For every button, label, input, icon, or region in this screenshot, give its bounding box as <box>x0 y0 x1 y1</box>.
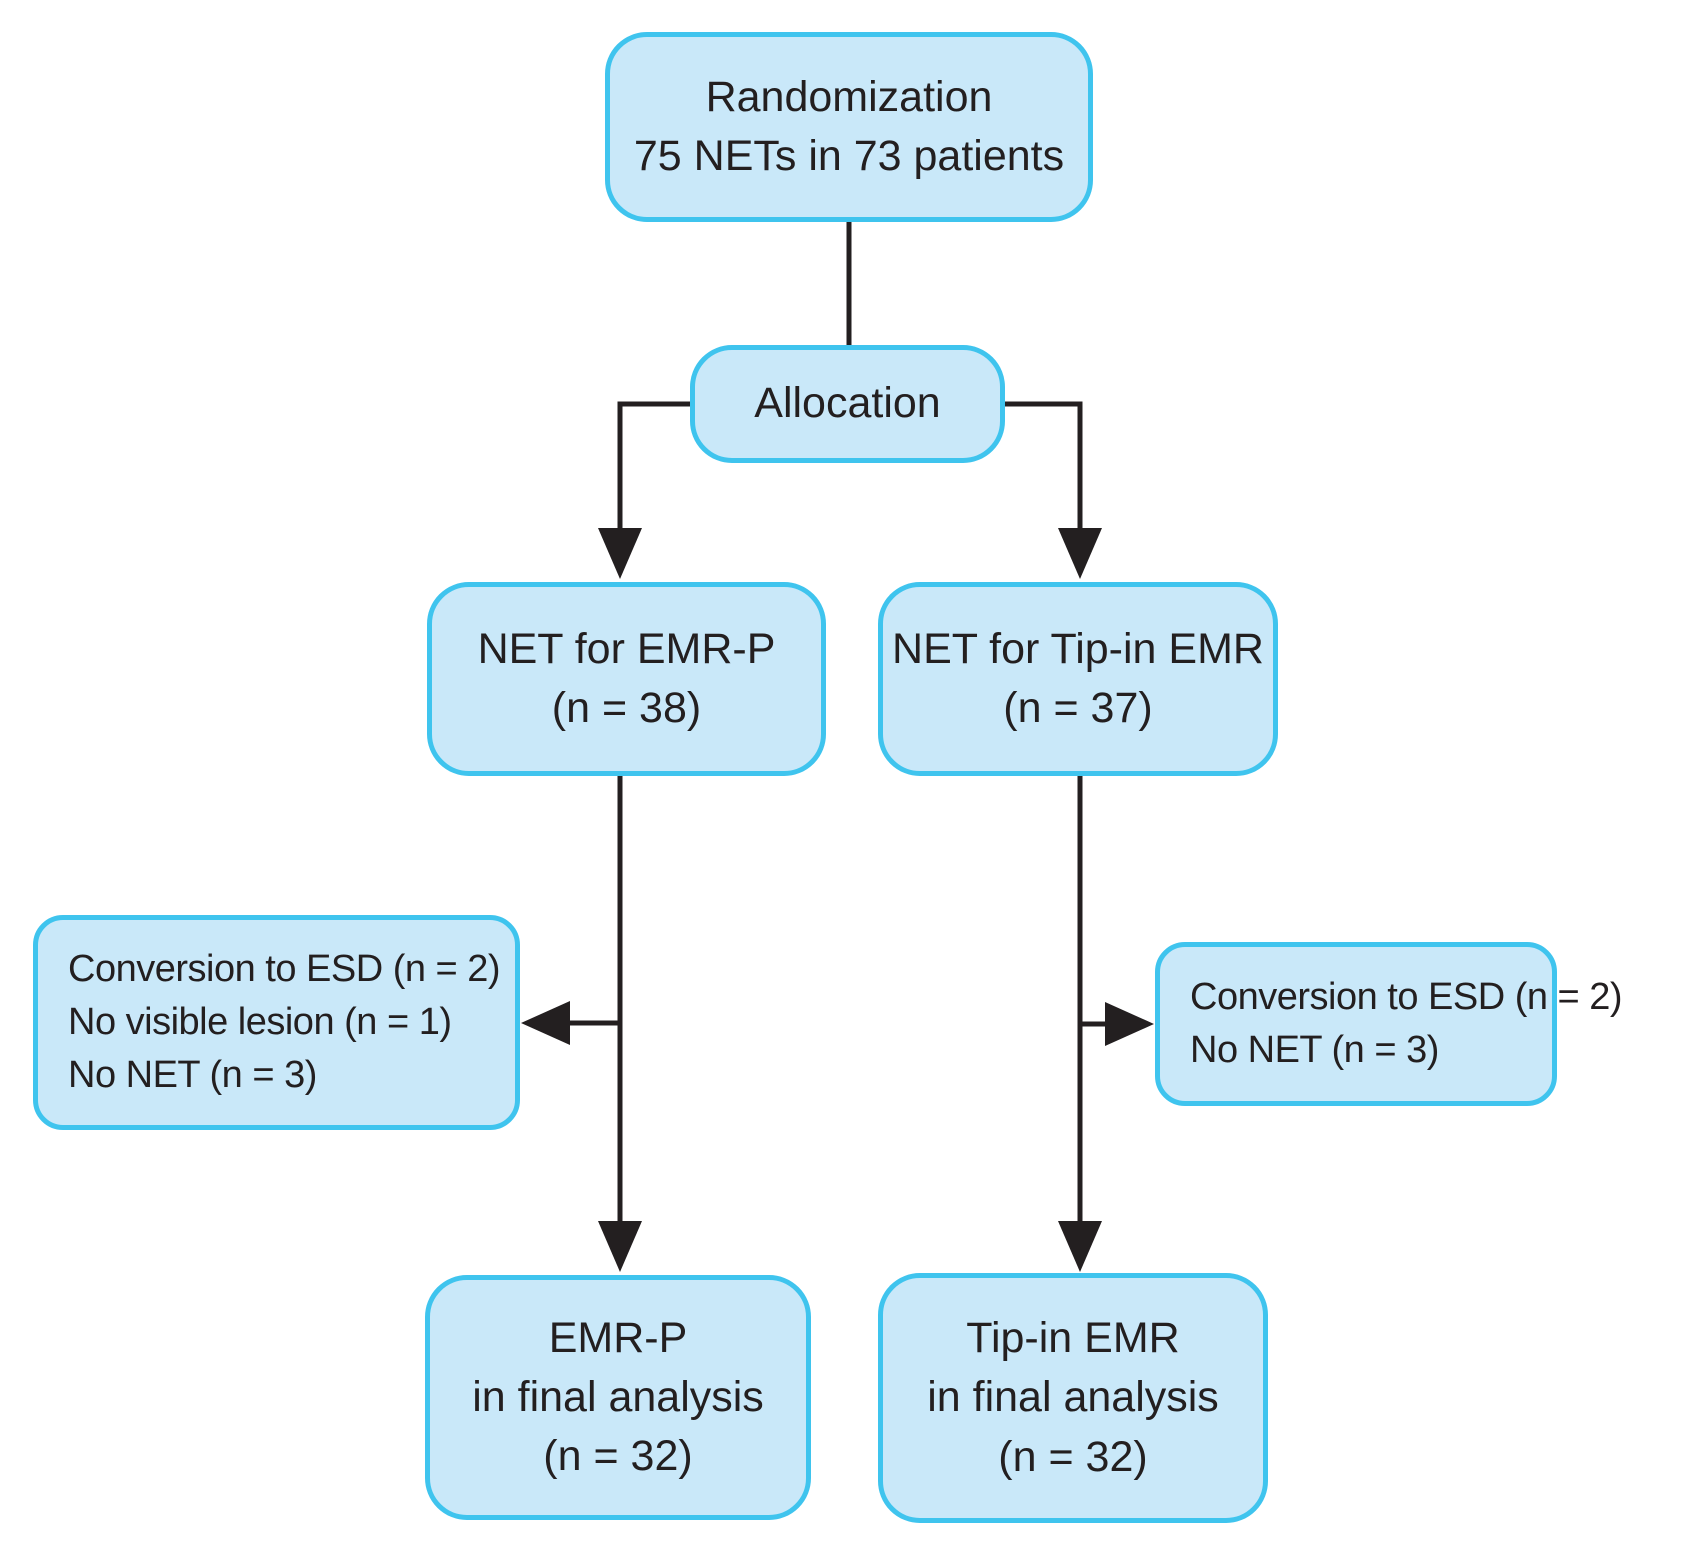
final-tipin-label: Tip-in EMR <box>966 1314 1180 1362</box>
final-tipin-count: (n = 32) <box>998 1432 1148 1481</box>
excluded-tipin-line-1: Conversion to ESD (n = 2) <box>1190 975 1623 1018</box>
arm-emrp-box: NET for EMR-P (n = 38) <box>427 582 826 776</box>
arrowhead-tipin <box>1058 528 1102 579</box>
final-emrp-count: (n = 32) <box>543 1432 693 1481</box>
randomization-box: Randomization 75 NETs in 73 patients <box>605 32 1093 222</box>
excluded-emrp-box: Conversion to ESD (n = 2) No visible les… <box>33 915 520 1130</box>
final-emrp-box: EMR-P in final analysis (n = 32) <box>425 1275 811 1520</box>
excluded-emrp-line-3: No NET (n = 3) <box>68 1054 317 1097</box>
arrowhead-final-tipin <box>1058 1221 1102 1272</box>
arrowhead-excluded-emrp <box>521 1001 570 1045</box>
connector-allocation-emrp <box>617 401 692 530</box>
arm-tipin-box: NET for Tip-in EMR (n = 37) <box>878 582 1278 776</box>
randomization-count: 75 NETs in 73 patients <box>633 132 1065 180</box>
arrowhead-excluded-tipin <box>1105 1002 1154 1046</box>
arm-emrp-label: NET for EMR-P <box>477 624 776 673</box>
allocation-label: Allocation <box>754 379 941 428</box>
arm-tipin-label: NET for Tip-in EMR <box>892 624 1264 673</box>
final-emrp-label: EMR-P <box>548 1313 688 1362</box>
randomization-title: Randomization <box>705 72 993 121</box>
excluded-tipin-box: Conversion to ESD (n = 2) No NET (n = 3) <box>1155 942 1623 1106</box>
final-emrp-sub: in final analysis <box>472 1372 764 1421</box>
arm-emrp-count: (n = 38) <box>551 684 702 732</box>
excluded-emrp-line-2: No visible lesion (n = 1) <box>68 1000 452 1043</box>
arm-tipin-count: (n = 37) <box>1003 684 1153 732</box>
arrowhead-emrp <box>598 528 642 579</box>
excluded-emrp-line-1: Conversion to ESD (n = 2) <box>68 947 501 990</box>
excluded-tipin-line-2: No NET (n = 3) <box>1190 1029 1439 1071</box>
final-tipin-sub: in final analysis <box>927 1373 1219 1422</box>
final-tipin-box: Tip-in EMR in final analysis (n = 32) <box>878 1273 1268 1523</box>
allocation-box: Allocation <box>690 345 1005 463</box>
connector-allocation-tipin <box>1003 401 1083 530</box>
arrowhead-final-emrp <box>598 1221 642 1272</box>
